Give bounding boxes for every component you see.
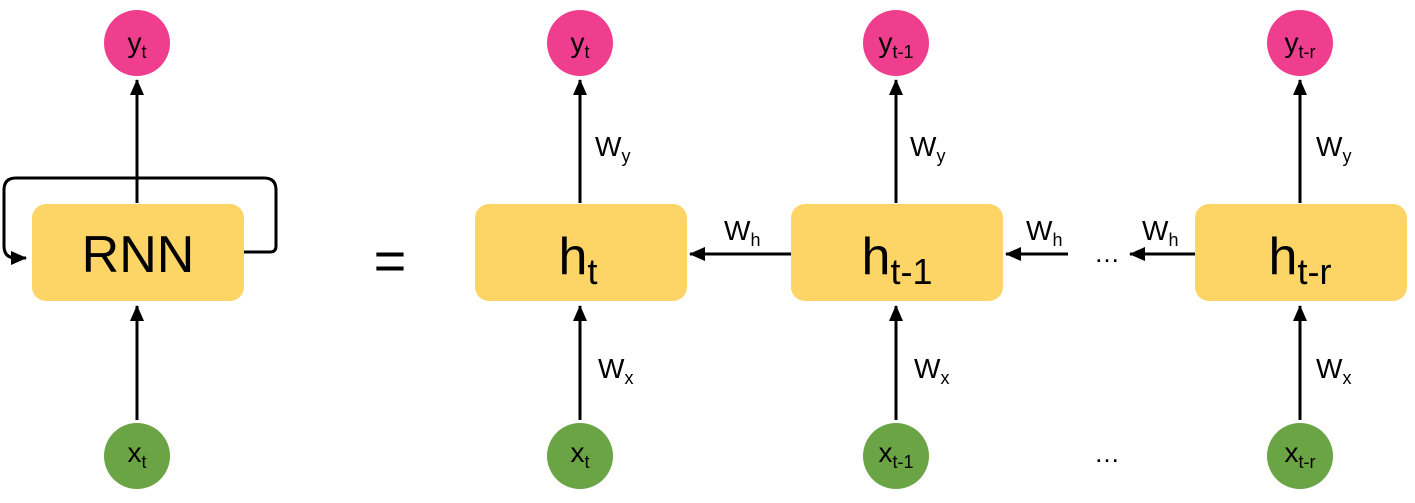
output-node xyxy=(1267,10,1333,76)
input-node xyxy=(863,423,929,489)
rnn-box-label: RNN xyxy=(82,226,195,284)
wy-label: Wy xyxy=(910,131,945,166)
hidden-state-box xyxy=(475,204,687,301)
folded-output-node xyxy=(104,10,170,76)
wy-label: Wy xyxy=(1316,131,1351,166)
unrolled-step-t: ht yt xt Wy Wx xyxy=(475,10,687,489)
input-label: xt-1 xyxy=(878,437,913,472)
folded-rnn: RNN yt xt xyxy=(2,10,278,489)
hidden-state-label: ht-r xyxy=(1269,228,1332,292)
recurrent-loop-arrow xyxy=(2,176,278,265)
input-node xyxy=(1267,423,1333,489)
hidden-state-label: ht-1 xyxy=(862,228,933,292)
input-node xyxy=(547,423,613,489)
wh-label-3: Wh xyxy=(1142,215,1178,250)
rnn-box xyxy=(32,204,244,301)
hidden-state-box xyxy=(1195,204,1407,301)
wx-label: Wx xyxy=(914,353,949,388)
unrolled-step-t-1: ht-1 yt-1 xt-1 Wy Wx xyxy=(791,10,1003,489)
output-node xyxy=(547,10,613,76)
hidden-state-label: ht xyxy=(559,228,598,292)
ellipsis-hidden: … xyxy=(1094,238,1120,268)
wy-label: Wy xyxy=(595,131,630,166)
output-label: yt xyxy=(570,27,589,62)
input-label: xt xyxy=(570,437,589,472)
recurrent-connections: Wh Wh Wh … xyxy=(689,215,1195,268)
wx-label: Wx xyxy=(1316,353,1351,388)
ellipsis-inputs: … xyxy=(1094,438,1120,468)
equals-sign: = xyxy=(374,229,407,292)
input-label: xt-r xyxy=(1285,437,1316,472)
folded-input-node xyxy=(104,423,170,489)
wx-label: Wx xyxy=(598,353,633,388)
folded-input-label: xt xyxy=(127,437,146,472)
wh-label-2: Wh xyxy=(1026,215,1062,250)
wh-label-1: Wh xyxy=(724,215,760,250)
folded-output-label: yt xyxy=(127,27,146,62)
output-label: yt-1 xyxy=(878,27,913,62)
hidden-state-box xyxy=(791,204,1003,301)
output-label: yt-r xyxy=(1285,27,1316,62)
output-node xyxy=(863,10,929,76)
unrolled-step-t-r: ht-r yt-r xt-r Wy Wx xyxy=(1195,10,1407,489)
